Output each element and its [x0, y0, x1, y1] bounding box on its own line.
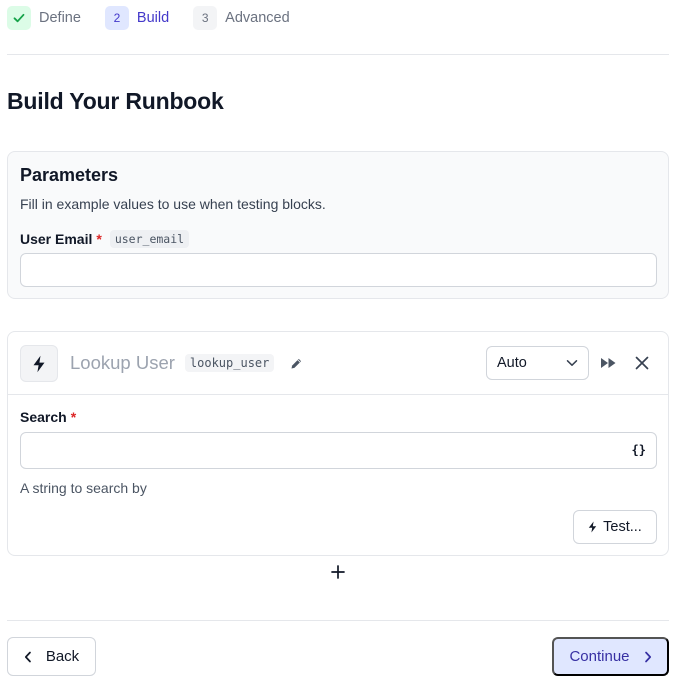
chevron-down-icon: [566, 355, 578, 371]
field-label-text: User Email: [20, 231, 93, 247]
test-button-label: Test...: [603, 519, 642, 535]
continue-button-label: Continue: [569, 648, 630, 665]
continue-button[interactable]: Continue: [552, 637, 669, 676]
pencil-icon[interactable]: [287, 354, 305, 372]
block-header: Lookup User lookup_user Auto: [8, 332, 668, 395]
field-label-text: Search: [20, 409, 67, 425]
block-title-text: Lookup User: [70, 352, 175, 373]
search-label: Search *: [20, 409, 76, 425]
run-forward-icon[interactable]: [598, 353, 618, 373]
close-icon[interactable]: [632, 353, 652, 373]
mode-select[interactable]: Auto: [486, 346, 589, 380]
parameters-title: Parameters: [20, 165, 119, 185]
search-help-text: A string to search by: [20, 480, 147, 496]
field-key-chip: user_email: [109, 230, 190, 248]
required-marker: *: [70, 409, 77, 425]
block-key-chip: lookup_user: [184, 354, 275, 372]
braces-icon[interactable]: {}: [631, 443, 646, 457]
stepper: Define 2 Build 3 Advanced: [7, 6, 314, 30]
user-email-input[interactable]: [20, 253, 657, 287]
block-title: Lookup User lookup_user: [70, 352, 275, 374]
step-build[interactable]: 2 Build: [104, 6, 170, 30]
test-button[interactable]: Test...: [573, 510, 657, 544]
add-block-plus-icon[interactable]: [328, 562, 348, 582]
chevron-left-icon: [24, 651, 31, 662]
check-icon: [7, 6, 31, 30]
back-button[interactable]: Back: [7, 637, 96, 676]
lightning-bolt-icon: [20, 345, 58, 382]
block-card-lookup-user: Lookup User lookup_user Auto Search * {}…: [7, 331, 669, 556]
user-email-label: User Email * user_email: [20, 230, 190, 248]
step-label: Advanced: [225, 10, 290, 26]
lightning-bolt-icon: [588, 521, 597, 533]
step-advanced[interactable]: 3 Advanced: [193, 6, 290, 30]
page-title: Build Your Runbook: [7, 88, 224, 114]
parameters-card: Parameters Fill in example values to use…: [7, 151, 669, 299]
step-number: 3: [193, 6, 218, 30]
footer-divider: [7, 620, 669, 621]
parameters-description: Fill in example values to use when testi…: [20, 196, 326, 212]
header-divider: [7, 54, 669, 55]
mode-select-value: Auto: [497, 355, 527, 371]
step-label: Define: [39, 10, 81, 26]
search-field: {}: [20, 432, 657, 469]
search-input[interactable]: [21, 433, 656, 468]
required-marker: *: [96, 231, 102, 247]
step-number: 2: [104, 6, 129, 30]
step-define[interactable]: Define: [7, 6, 81, 30]
back-button-label: Back: [45, 648, 80, 665]
chevron-right-icon: [644, 651, 651, 662]
step-label: Build: [136, 10, 170, 26]
